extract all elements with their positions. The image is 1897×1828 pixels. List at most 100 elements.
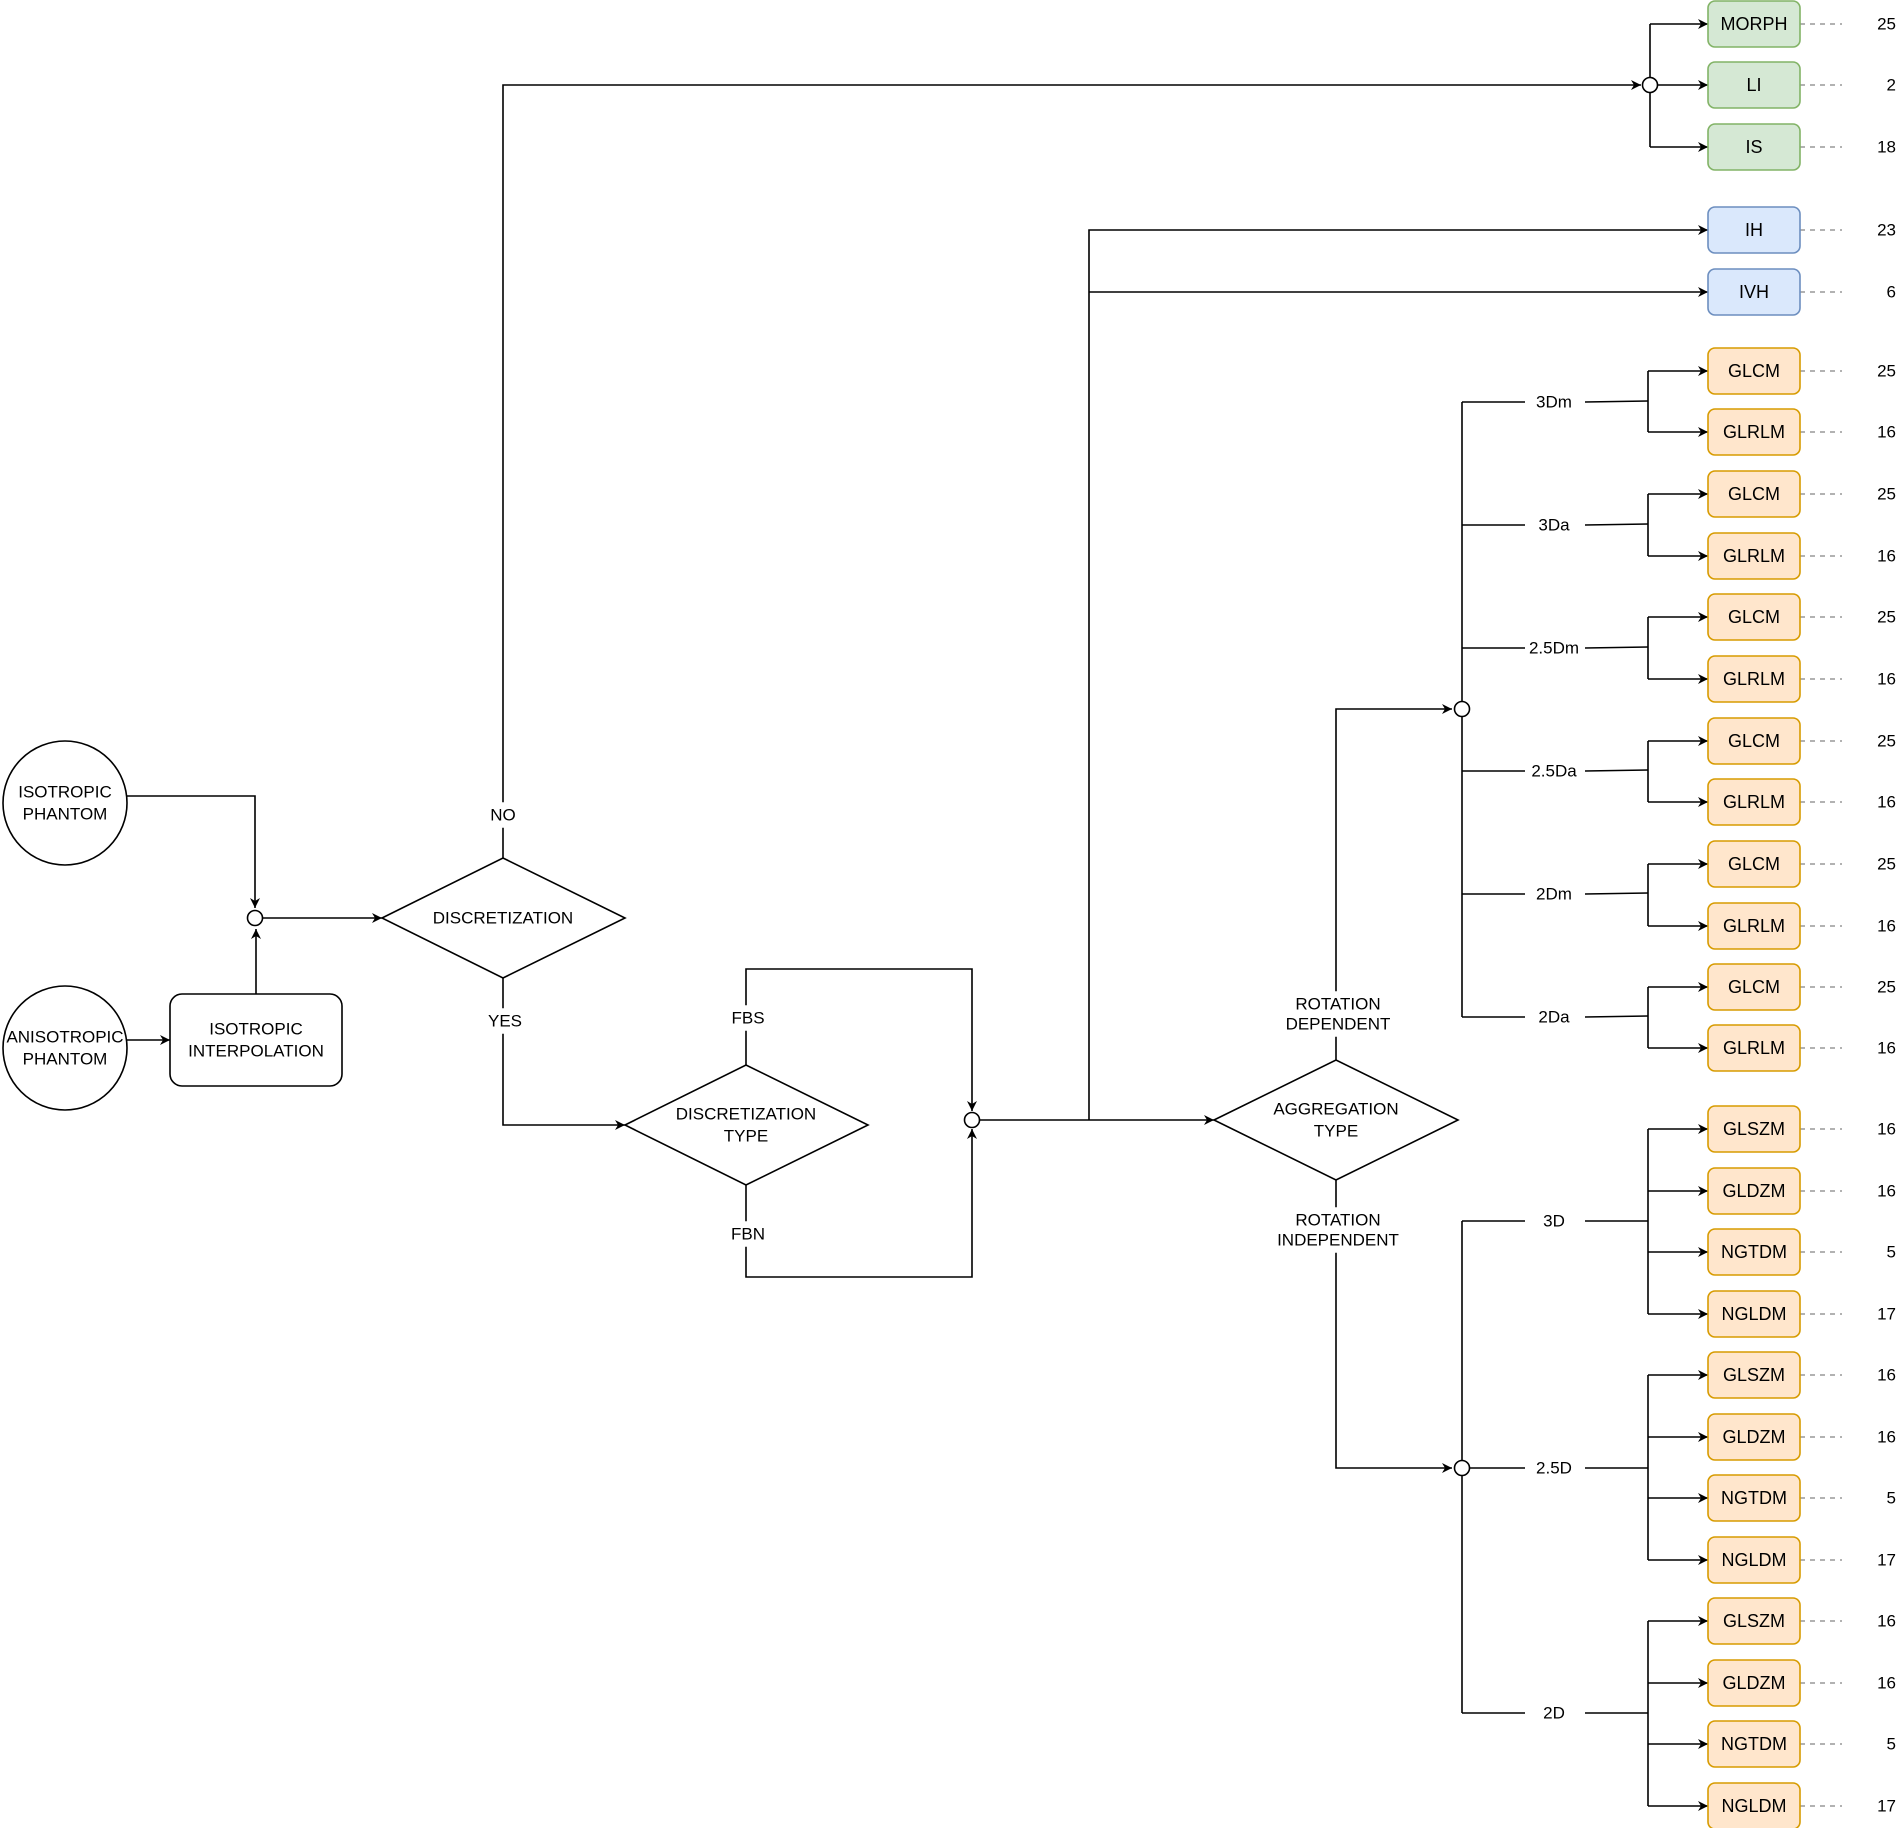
glcm-label: GLCM <box>1728 731 1780 751</box>
ngtdm-label: NGTDM <box>1721 1488 1787 1508</box>
dependent-2-5dm-link <box>1584 646 1649 649</box>
rotation-dependent-label-line-1: ROTATION <box>1295 995 1380 1014</box>
glcm-label: GLCM <box>1728 977 1780 997</box>
glcm-box <box>1707 717 1801 765</box>
glrlm-count: 16 <box>1877 917 1896 936</box>
gldzm-count: 16 <box>1877 1428 1896 1447</box>
join-node-dependent <box>1453 700 1471 718</box>
discretization-type-label-line-1: DISCRETIZATION <box>676 1105 816 1124</box>
glrlm-label: GLRLM <box>1723 1038 1785 1058</box>
edge-iso-to-join <box>127 795 260 908</box>
dependent-3da-link <box>1584 523 1649 526</box>
ngldm-box <box>1707 1290 1801 1338</box>
labels: ISOTROPICPHANTOMANISOTROPICPHANTOMISOTRO… <box>6 14 1896 1816</box>
ngldm-label: NGLDM <box>1721 1796 1786 1816</box>
dependent-2dm-label: 2Dm <box>1536 885 1572 904</box>
glszm-label: GLSZM <box>1723 1611 1785 1631</box>
glrlm-box <box>1707 778 1801 826</box>
rotation-dependent-label-line-2-bg <box>1287 1011 1389 1037</box>
glcm-box <box>1707 963 1801 1011</box>
glrlm-box <box>1707 1024 1801 1072</box>
discretization-type-label-line-2: TYPE <box>724 1127 768 1146</box>
dependent-2dm-link <box>1584 892 1649 895</box>
glszm-count: 16 <box>1877 1366 1896 1385</box>
aggregation-type-label-line-2: TYPE <box>1314 1122 1358 1141</box>
ngldm-box <box>1707 1782 1801 1828</box>
morph-box <box>1707 0 1801 48</box>
edge-rotation-dependent <box>1335 704 1452 1060</box>
ngldm-count: 17 <box>1877 1551 1896 1570</box>
join-node-independent <box>1453 1459 1471 1477</box>
rotation-independent-label-line-1: ROTATION <box>1295 1211 1380 1230</box>
glrlm-label: GLRLM <box>1723 422 1785 442</box>
rotation-independent-label-line-2-bg <box>1276 1227 1400 1253</box>
gldzm-box <box>1707 1413 1801 1461</box>
glcm-count: 25 <box>1877 485 1896 504</box>
morph-count: 25 <box>1877 15 1896 34</box>
glcm-label: GLCM <box>1728 607 1780 627</box>
isotropic-interpolation-label-line-2: INTERPOLATION <box>188 1042 324 1061</box>
glszm-label: GLSZM <box>1723 1365 1785 1385</box>
edge-yes <box>502 978 625 1130</box>
edge-to-ih <box>1088 225 1708 1120</box>
glcm-box <box>1707 593 1801 641</box>
glcm-label: GLCM <box>1728 484 1780 504</box>
yes-label-bg <box>484 1008 526 1034</box>
li-box <box>1707 61 1801 109</box>
glrlm-count: 16 <box>1877 793 1896 812</box>
aggregation-type-label-line-1: AGGREGATION <box>1273 1100 1398 1119</box>
isotropic-interpolation-label-line-1: ISOTROPIC <box>209 1020 303 1039</box>
ivh-box <box>1707 268 1801 316</box>
gldzm-label: GLDZM <box>1723 1673 1786 1693</box>
edges <box>127 19 1842 1811</box>
glszm-box <box>1707 1105 1801 1153</box>
dependent-2-5da-label: 2.5Da <box>1531 762 1577 781</box>
ngtdm-box <box>1707 1228 1801 1276</box>
isotropic-interpolation-node <box>169 993 343 1087</box>
shapes <box>2 0 1801 1828</box>
glrlm-box <box>1707 655 1801 703</box>
ngldm-label: NGLDM <box>1721 1550 1786 1570</box>
glszm-box <box>1707 1597 1801 1645</box>
glcm-count: 25 <box>1877 978 1896 997</box>
glrlm-box <box>1707 408 1801 456</box>
gldzm-count: 16 <box>1877 1182 1896 1201</box>
glrlm-label: GLRLM <box>1723 792 1785 812</box>
glszm-label: GLSZM <box>1723 1119 1785 1139</box>
isotropic-phantom-node <box>2 740 128 866</box>
aggregation-type-decision <box>1212 1059 1460 1181</box>
glcm-count: 25 <box>1877 362 1896 381</box>
join-node-1 <box>246 909 264 927</box>
ih-count: 23 <box>1877 221 1896 240</box>
is-count: 18 <box>1877 138 1896 157</box>
edge-no <box>502 80 1641 858</box>
rotation-dependent-label-line-2: DEPENDENT <box>1286 1015 1391 1034</box>
glcm-label: GLCM <box>1728 854 1780 874</box>
isotropic-phantom-label-line-1: ISOTROPIC <box>18 783 112 802</box>
independent-2-5d-label: 2.5D <box>1536 1459 1572 1478</box>
independent-2d-label: 2D <box>1543 1704 1565 1723</box>
dependent-2-5dm-label: 2.5Dm <box>1529 639 1579 658</box>
glrlm-label: GLRLM <box>1723 916 1785 936</box>
independent-3d-label: 3D <box>1543 1212 1565 1231</box>
glrlm-count: 16 <box>1877 423 1896 442</box>
glrlm-box <box>1707 532 1801 580</box>
discretization-decision <box>380 857 627 979</box>
glcm-count: 25 <box>1877 855 1896 874</box>
dependent-3dm-link <box>1584 400 1649 403</box>
ngtdm-box <box>1707 1474 1801 1522</box>
no-label-bg <box>487 802 519 828</box>
glcm-count: 25 <box>1877 608 1896 627</box>
gldzm-box <box>1707 1167 1801 1215</box>
glrlm-label: GLRLM <box>1723 669 1785 689</box>
gldzm-box <box>1707 1659 1801 1707</box>
ngldm-label: NGLDM <box>1721 1304 1786 1324</box>
gldzm-label: GLDZM <box>1723 1181 1786 1201</box>
glszm-box <box>1707 1351 1801 1399</box>
fbn-label: FBN <box>731 1225 765 1244</box>
li-label: LI <box>1746 75 1761 95</box>
ngtdm-label: NGTDM <box>1721 1242 1787 1262</box>
glcm-label: GLCM <box>1728 361 1780 381</box>
fbs-label: FBS <box>731 1009 764 1028</box>
discretization-label-line-1: DISCRETIZATION <box>433 909 573 928</box>
